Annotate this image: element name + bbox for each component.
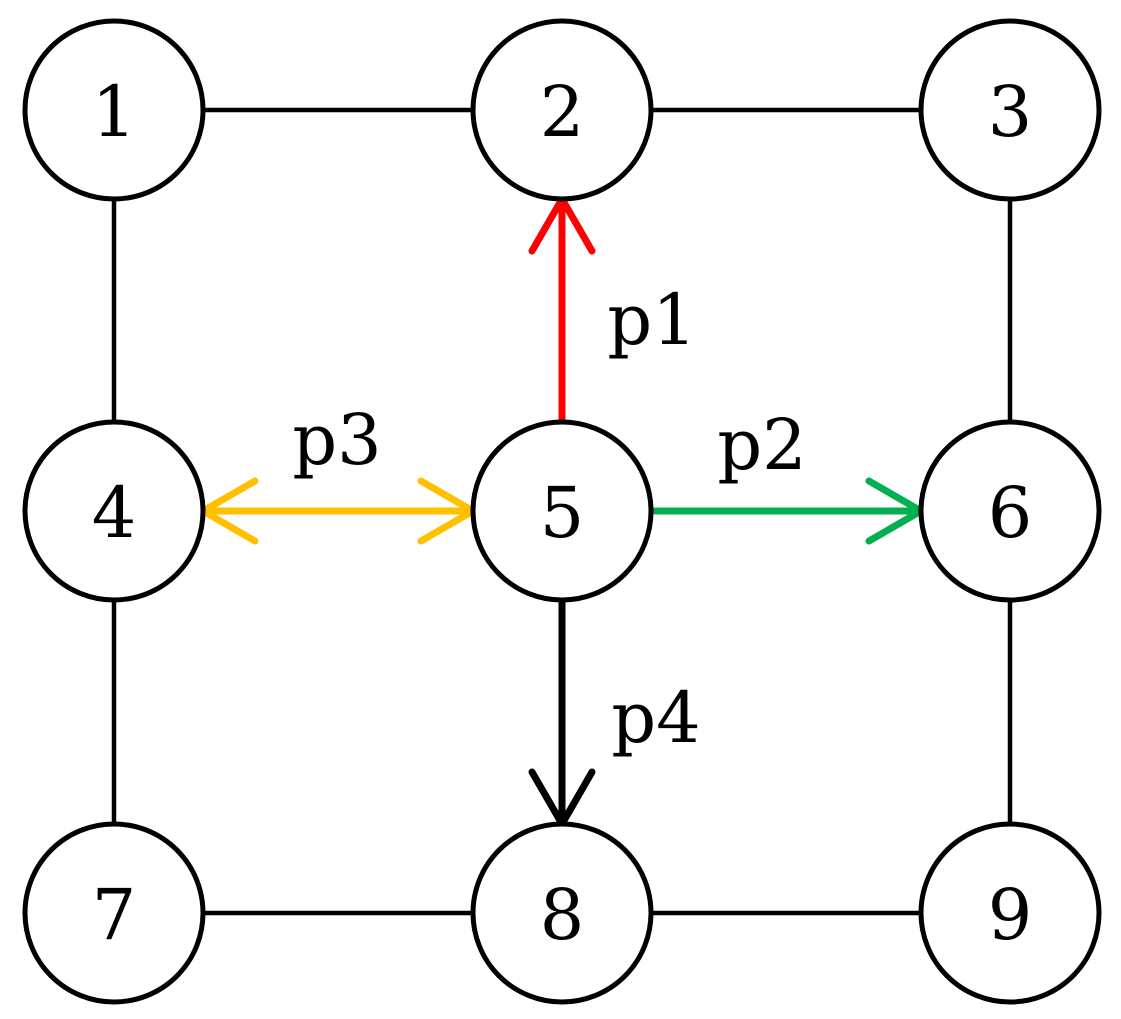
path-labels-layer: p1 p2 p3 p4 <box>292 279 806 759</box>
edges-layer <box>111 107 1013 916</box>
node-label: 6 <box>988 472 1033 554</box>
node-9: 9 <box>918 821 1102 1005</box>
node-2: 2 <box>470 18 654 202</box>
node-label: 4 <box>92 472 137 554</box>
path-label-p3: p3 <box>292 399 381 481</box>
path-p3-arrow <box>199 477 477 545</box>
node-circle <box>918 18 1102 202</box>
node-label: 7 <box>92 874 137 956</box>
node-circle <box>918 821 1102 1005</box>
node-circle <box>470 18 654 202</box>
node-circle <box>22 419 206 603</box>
node-5: 5 <box>470 419 654 603</box>
path-p2-arrow <box>647 477 925 545</box>
node-6: 6 <box>918 419 1102 603</box>
path-label-p4: p4 <box>611 677 700 759</box>
node-label: 5 <box>540 472 585 554</box>
path-p1-arrow <box>528 195 596 426</box>
node-7: 7 <box>22 821 206 1005</box>
node-1: 1 <box>22 18 206 202</box>
path-label-p2: p2 <box>717 404 806 486</box>
node-circle <box>918 419 1102 603</box>
node-3: 3 <box>918 18 1102 202</box>
path-p4-arrow <box>528 596 596 828</box>
node-8: 8 <box>470 821 654 1005</box>
node-label: 3 <box>988 71 1033 153</box>
node-4: 4 <box>22 419 206 603</box>
node-circle <box>22 18 206 202</box>
node-label: 1 <box>92 71 137 153</box>
node-circle <box>470 821 654 1005</box>
node-circle <box>22 821 206 1005</box>
node-label: 2 <box>540 71 585 153</box>
node-circle <box>470 419 654 603</box>
nodes-layer: 1 2 3 4 5 6 7 8 9 <box>22 18 1102 1005</box>
path-label-p1: p1 <box>607 279 696 361</box>
node-label: 8 <box>540 874 585 956</box>
node-label: 9 <box>988 874 1033 956</box>
